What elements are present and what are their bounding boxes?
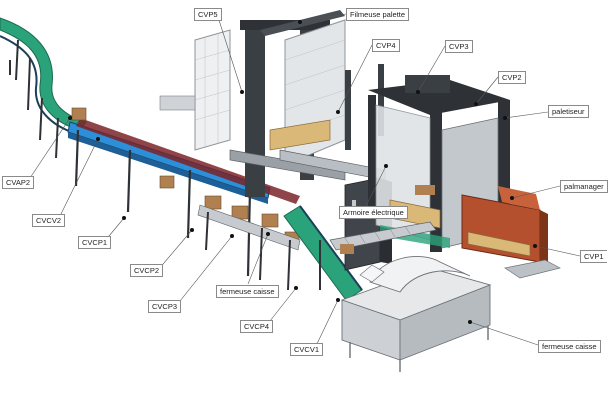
leader-dots: [68, 20, 537, 324]
label-cvp4: CVP4: [372, 39, 400, 52]
label-cvcv2: CVCV2: [32, 214, 66, 227]
label-cvap2: CVAP2: [2, 176, 35, 189]
label-cvcv1: CVCV1: [290, 343, 324, 356]
palmanager: [461, 186, 561, 279]
label-armoire-electrique: Armoire électrique: [339, 206, 408, 219]
incline-conveyor-cvcp4: [283, 205, 363, 301]
diagram-canvas: CVP5 Filmeuse palette CVP4 CVP3 CVP2 pal…: [0, 8, 608, 372]
label-cvp3: CVP3: [445, 40, 473, 53]
main-case-conveyor: [67, 107, 301, 291]
label-palmanager: palmanager: [560, 180, 608, 193]
label-cvp2: CVP2: [498, 71, 526, 84]
label-paletiseur: paletiseur: [548, 105, 589, 118]
line-illustration: [0, 10, 581, 372]
pallet-wrapper: [159, 10, 386, 197]
label-cvcp1: CVCP1: [78, 236, 112, 249]
label-cvp5: CVP5: [194, 8, 222, 21]
label-filmeuse-palette: Filmeuse palette: [346, 8, 410, 21]
leader-lines: [29, 13, 581, 349]
label-cvcp2: CVCP2: [130, 264, 164, 277]
label-cvcp4: CVCP4: [240, 320, 274, 333]
label-cvcp3: CVCP3: [148, 300, 182, 313]
label-fermeuse-caisse-mid: fermeuse caisse: [216, 285, 279, 298]
label-fermeuse-caisse-right: fermeuse caisse: [538, 340, 601, 353]
case-sealer: [340, 256, 492, 372]
roller-conveyor-cvp1: [329, 221, 437, 254]
label-cvp1-right: CVP1: [580, 250, 607, 263]
